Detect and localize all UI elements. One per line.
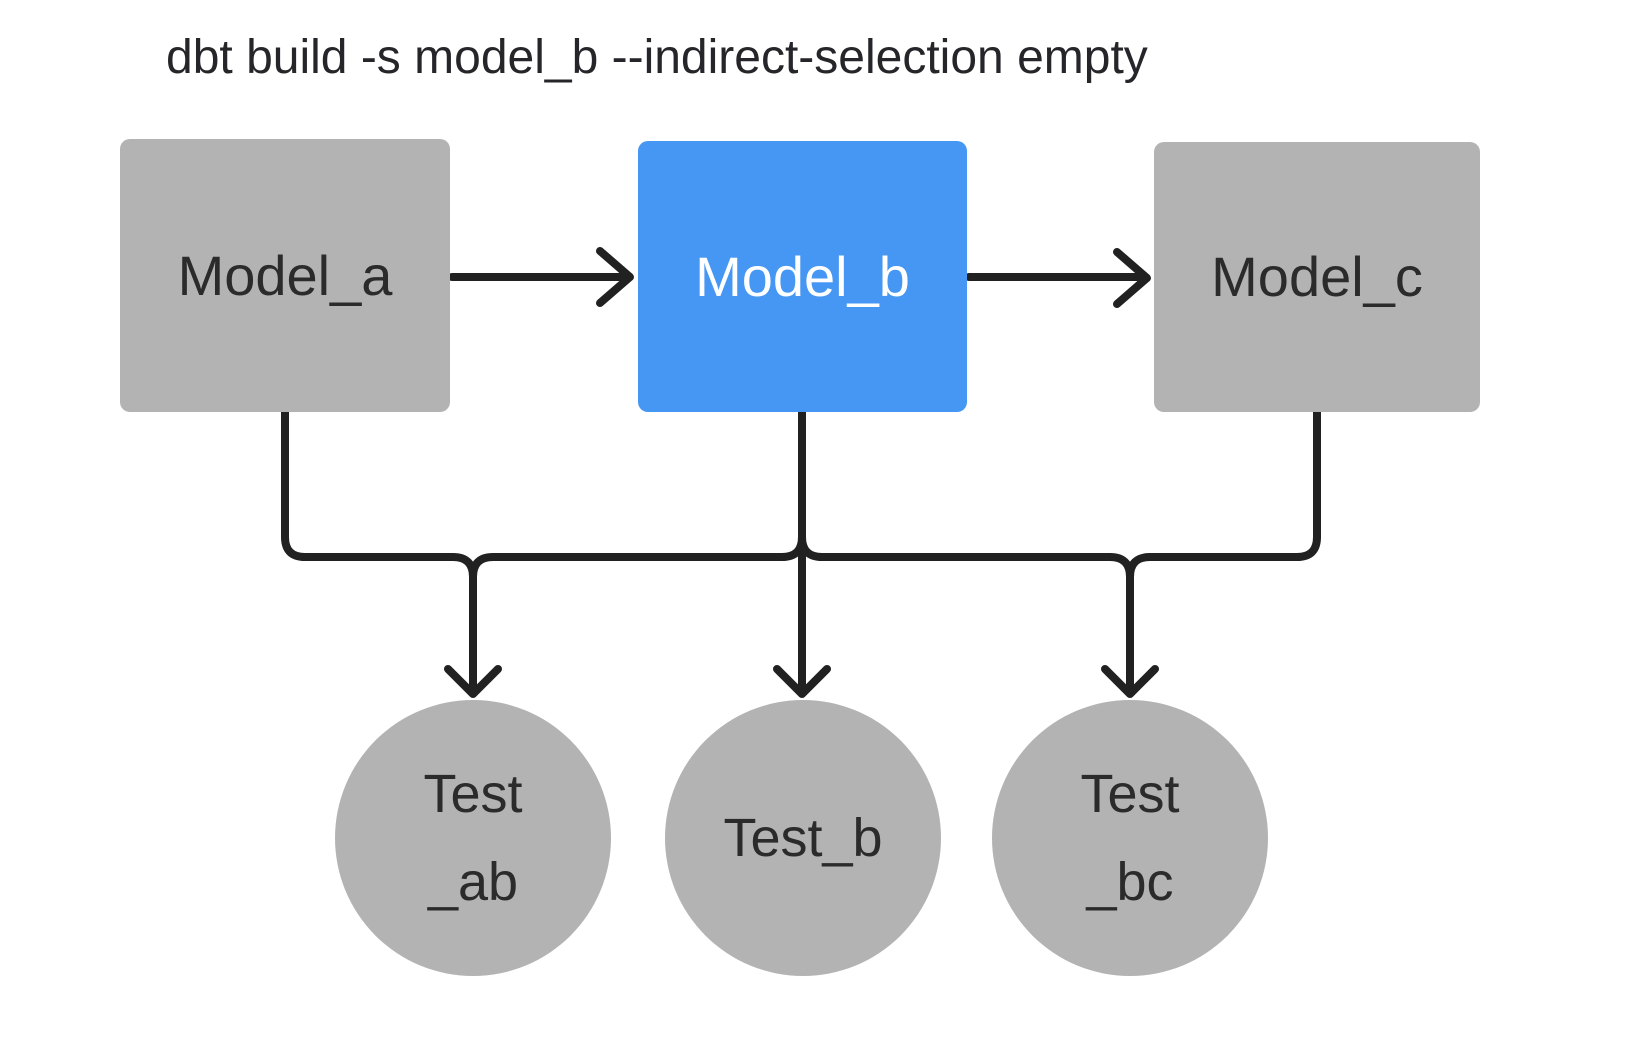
node-test-ab-label-line2: _ab	[427, 852, 519, 912]
edge-model_c-test_bc	[1126, 408, 1321, 690]
node-test-ab: Test _ab	[335, 700, 611, 976]
node-test-b: Test_b	[665, 700, 941, 976]
node-model-a: Model_a	[120, 139, 450, 412]
node-model-c-label: Model_c	[1211, 245, 1423, 309]
diagram-title: dbt build -s model_b --indirect-selectio…	[166, 31, 1148, 84]
edge-model_b-test_bc	[798, 408, 1134, 690]
arrowhead-model_a-model_b	[596, 247, 634, 307]
node-model-a-label: Model_a	[177, 243, 393, 307]
node-test-b-label: Test_b	[723, 808, 883, 868]
node-test-bc: Test _bc	[992, 700, 1268, 976]
node-model-b: Model_b	[638, 141, 967, 412]
node-test-bc-label-line2: _bc	[1086, 852, 1174, 912]
arrowhead-test_ab	[444, 665, 502, 698]
arrowhead-model_b-model_c	[1113, 248, 1151, 308]
node-model-b-label: Model_b	[695, 244, 910, 308]
edge-model_b-test_ab	[469, 408, 806, 690]
node-model-c: Model_c	[1154, 142, 1480, 412]
arrowhead-test_b	[773, 665, 831, 698]
node-test-bc-label-line1: Test	[1080, 764, 1180, 824]
arrowhead-test_bc	[1101, 665, 1159, 698]
node-test-ab-label-line1: Test	[423, 764, 523, 824]
edge-model_a-test_ab	[281, 408, 477, 690]
